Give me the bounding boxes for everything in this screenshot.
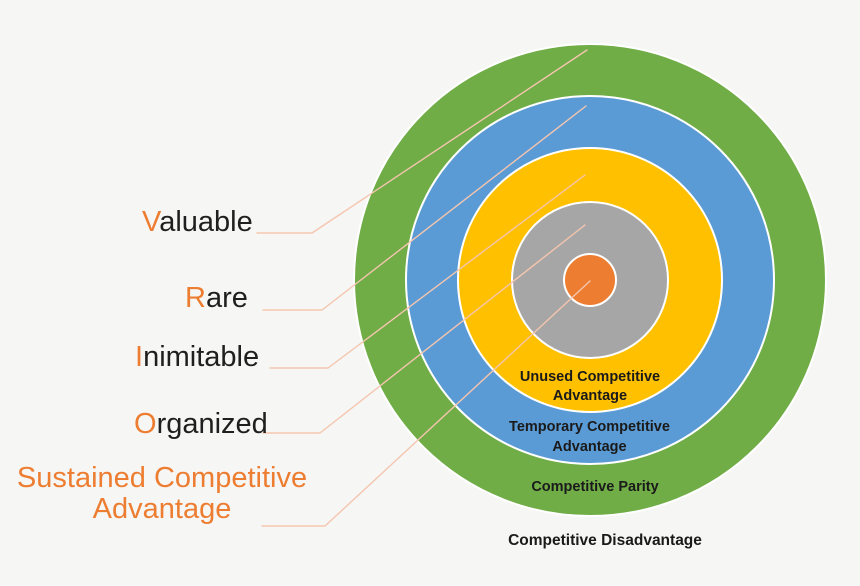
ring-label-temporary-competitive-advantage: Temporary Competitive Advantage bbox=[509, 419, 670, 455]
label-valuable: Valuable bbox=[142, 206, 253, 239]
label-competitive-disadvantage: Competitive Disadvantage bbox=[508, 532, 702, 549]
leader-line-valuable bbox=[256, 49, 588, 234]
ring-label-competitive-parity: Competitive Parity bbox=[531, 479, 659, 495]
label-organized-rest: rganized bbox=[156, 408, 268, 440]
leader-line-inimitable bbox=[269, 174, 586, 369]
leader-line-organized bbox=[262, 224, 586, 434]
label-rare-rest: are bbox=[205, 282, 248, 314]
label-inimitable: Inimitable bbox=[135, 341, 259, 374]
ring-label-unused-competitive-advantage: Unused Competitive Advantage bbox=[519, 369, 661, 404]
label-valuable-rest: aluable bbox=[159, 206, 253, 238]
label-rare: Rare bbox=[185, 282, 248, 315]
label-inimitable-initial: I bbox=[135, 341, 144, 373]
leader-line-rare bbox=[262, 105, 587, 311]
label-rare-initial: R bbox=[185, 282, 206, 314]
label-sustained-competitive-advantage: Sustained Competitive Advantage bbox=[16, 462, 308, 525]
leader-line-sustained bbox=[261, 280, 591, 527]
label-inimitable-rest: nimitable bbox=[143, 341, 260, 373]
label-organized: Organized bbox=[134, 408, 268, 441]
label-valuable-initial: V bbox=[142, 206, 160, 238]
label-organized-initial: O bbox=[134, 408, 157, 440]
